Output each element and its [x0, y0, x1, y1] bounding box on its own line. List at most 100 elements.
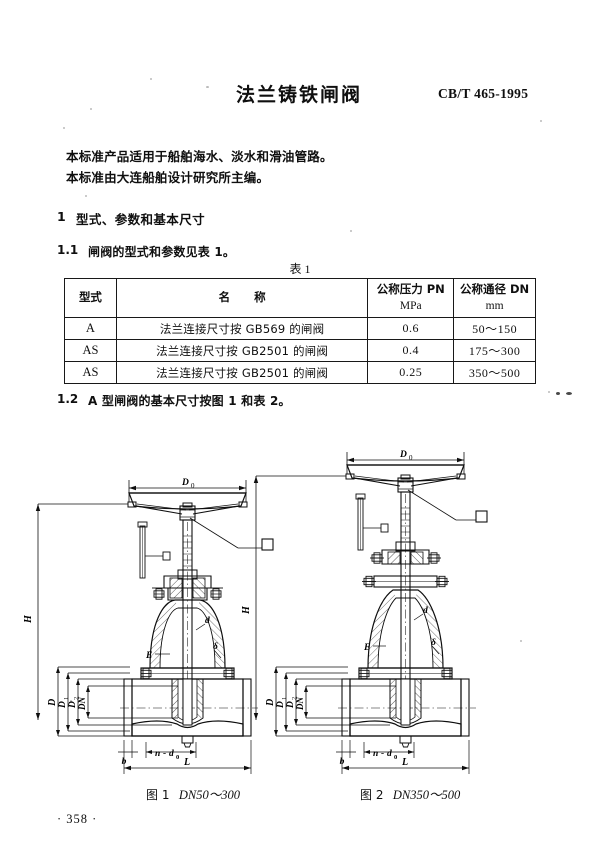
scan-speck: [150, 78, 152, 80]
section-1-title: 型式、参数和基本尺寸: [76, 212, 206, 227]
figure-1-caption: 图 1 DN50～300: [146, 784, 240, 803]
header-dn-unit: mm: [485, 299, 504, 312]
cell-dn: 175～300: [453, 339, 536, 362]
fig1-height-dimension: H: [23, 503, 128, 720]
table-caption: 表 1: [289, 262, 311, 276]
specification-table: 型式 名 称 公称压力 PN MPa 公称通径 DN mm A 法兰连接尺寸按 …: [64, 278, 536, 384]
fig2-handwheel: D 0: [345, 450, 466, 493]
svg-text:2: 2: [291, 697, 298, 700]
figure-1-value: DN50～300: [178, 788, 240, 802]
header-name: 名 称: [115, 278, 369, 318]
page-number: · 358 ·: [57, 812, 98, 826]
svg-text:H: H: [23, 614, 34, 624]
section-1-2-number: 1.2: [57, 392, 79, 406]
section-1-1-text: 闸阀的型式和参数见表 1。: [88, 245, 236, 259]
standard-number: CB/T 465-1995: [438, 86, 529, 101]
header-type: 型式: [64, 278, 117, 318]
svg-text:-: -: [163, 749, 166, 759]
table-row: AS 法兰连接尺寸按 GB2501 的闸阀 0.4 175～300: [64, 339, 536, 362]
svg-text:0: 0: [176, 754, 179, 761]
cell-pn: 0.6: [367, 317, 455, 340]
svg-text:δ: δ: [213, 642, 218, 652]
fig2-indicator-rod: [355, 493, 389, 551]
svg-text:n: n: [373, 749, 378, 759]
fig1-diameter-dimensions: D D 1 D 2 DN: [47, 666, 178, 737]
scan-speck: [566, 392, 572, 395]
fig2-valve-body: [338, 678, 476, 748]
svg-text:D: D: [68, 701, 78, 709]
svg-text:D: D: [265, 699, 276, 707]
svg-text:DN: DN: [77, 697, 87, 711]
scan-speck: [206, 86, 209, 88]
svg-text:d: d: [169, 749, 174, 759]
fig2-bonnet: d E: [363, 589, 444, 669]
cell-pn: 0.4: [367, 339, 455, 362]
scan-speck: [540, 120, 542, 122]
svg-text:D: D: [58, 701, 68, 709]
figure-2-caption: 图 2 DN350～500: [360, 784, 460, 803]
svg-text:0: 0: [394, 754, 397, 761]
fig2-height-dimension: H: [241, 475, 346, 720]
svg-text:D: D: [286, 701, 296, 709]
svg-text:n: n: [155, 749, 160, 759]
scan-speck: [90, 108, 92, 110]
svg-text:D: D: [47, 699, 58, 707]
svg-text:E: E: [363, 643, 370, 653]
svg-text:D: D: [276, 701, 286, 709]
section-1-2-text: A 型闸阀的基本尺寸按图 1 和表 2。: [88, 394, 291, 408]
figure-2-value: DN350～500: [392, 788, 461, 802]
cell-type: AS: [64, 361, 117, 384]
svg-text:d: d: [387, 749, 392, 759]
svg-text:2: 2: [73, 697, 80, 700]
section-1-number: 1: [57, 209, 66, 224]
fig1-valve-body: [120, 678, 258, 748]
svg-text:E: E: [145, 651, 152, 661]
cell-type: AS: [64, 339, 117, 362]
svg-text:D: D: [181, 478, 189, 488]
svg-text:L: L: [401, 757, 408, 768]
figure-1-drawing: D 0: [23, 478, 274, 774]
table-header-row: 型式 名 称 公称压力 PN MPa 公称通径 DN mm: [64, 278, 536, 318]
fig2-packing-gland: [370, 549, 441, 565]
fig1-indicator-rod: [137, 521, 171, 579]
svg-text:δ: δ: [431, 638, 436, 648]
cell-name: 法兰连接尺寸按 GB569 的闸阀: [115, 317, 369, 340]
figure-2-label: 图 2: [360, 788, 384, 802]
valve-drawings-svg: D 0: [23, 450, 488, 774]
fig1-bonnet: d E: [145, 599, 226, 669]
figure-1-label: 图 1: [146, 788, 170, 802]
header-nominal-pressure: 公称压力 PN MPa: [367, 278, 455, 318]
header-pn-unit: MPa: [399, 299, 422, 312]
fig1-handwheel: D 0: [127, 478, 248, 521]
scan-speck: [556, 392, 560, 395]
cell-type: A: [64, 317, 117, 340]
header-dn-line1: 公称通径 DN: [459, 281, 530, 296]
scan-speck: [85, 195, 87, 197]
cell-dn: 350～500: [453, 361, 536, 384]
header-nominal-diameter: 公称通径 DN mm: [453, 278, 536, 318]
svg-text:-: -: [381, 749, 384, 759]
svg-text:1: 1: [63, 697, 70, 700]
section-1-1-number: 1.1: [57, 243, 79, 257]
fig2-callout-leader: [407, 489, 488, 523]
fig2-diameter-dimensions: D D 1 D 2 DN: [265, 666, 396, 737]
intro-paragraph-line-1: 本标准产品适用于船舶海水、淡水和滑油管路。: [66, 149, 333, 164]
header-pn-line1: 公称压力 PN: [376, 281, 445, 296]
fig2-secondary-flange: [362, 575, 449, 588]
table-row: AS 法兰连接尺寸按 GB2501 的闸阀 0.25 350～500: [64, 361, 536, 384]
figures-area: D 0: [0, 418, 600, 778]
svg-text:0: 0: [191, 482, 195, 490]
cell-name: 法兰连接尺寸按 GB2501 的闸阀: [115, 361, 369, 384]
svg-text:H: H: [241, 605, 252, 615]
svg-text:L: L: [183, 757, 190, 768]
cell-name: 法兰连接尺寸按 GB2501 的闸阀: [115, 339, 369, 362]
figure-2-drawing: D 0: [241, 450, 488, 774]
svg-text:1: 1: [281, 697, 288, 700]
fig1-callout-leader: [189, 517, 274, 551]
svg-text:d: d: [205, 616, 210, 626]
cell-dn: 50～150: [453, 317, 536, 340]
scan-speck: [350, 230, 352, 232]
page-title: 法兰铸铁闸阀: [236, 84, 363, 106]
svg-text:d: d: [423, 606, 428, 616]
